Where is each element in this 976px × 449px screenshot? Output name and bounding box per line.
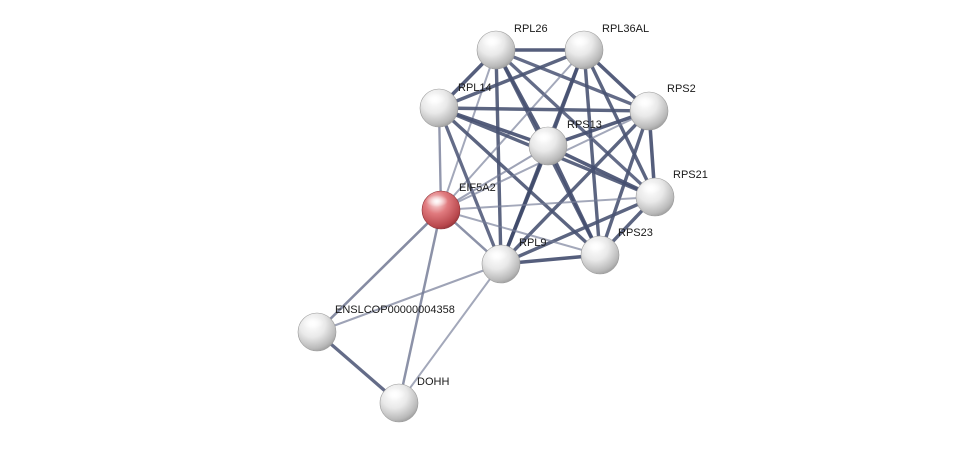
node-highlight xyxy=(486,249,508,261)
node-label: RPS2 xyxy=(667,83,696,95)
nodes-layer: RPL26 RPL36AL RPL14 RPS2RPS13RPS21EIF5A2RPS… xyxy=(297,23,708,423)
edge-rps13-eif5a2 xyxy=(439,144,550,212)
node-label: RPL9 xyxy=(519,237,547,249)
node-rpl9[interactable]: RPL9 xyxy=(481,237,547,284)
node-label: RPS21 xyxy=(673,169,708,181)
node-rpl36al[interactable]: RPL36AL xyxy=(564,23,649,70)
node-label: RPL26 xyxy=(514,23,548,35)
edge-eif5a2-enslcop00000004358 xyxy=(315,208,443,334)
node-rpl26[interactable]: RPL26 xyxy=(476,23,548,70)
node-highlight xyxy=(384,388,406,400)
node-highlight xyxy=(481,35,503,47)
node-highlight xyxy=(569,35,591,47)
node-highlight xyxy=(640,182,662,194)
node-enslcop00000004358[interactable]: ENSLCOP00000004358 xyxy=(297,304,455,352)
edge-rps21-rpl9 xyxy=(499,195,657,266)
node-rps13[interactable]: RPS13 xyxy=(528,119,602,166)
node-rps23[interactable]: RPS23 xyxy=(580,227,653,275)
node-label: RPL14 xyxy=(458,82,492,94)
node-rpl14[interactable]: RPL14 xyxy=(419,82,492,128)
edge-rpl14-rps2 xyxy=(437,106,651,113)
node-highlight xyxy=(302,317,324,329)
edge-rpl9-dohh xyxy=(398,263,502,404)
node-highlight xyxy=(426,195,448,207)
edge-rps21-eif5a2 xyxy=(440,196,656,211)
edge-rpl36al-rpl14 xyxy=(437,48,586,110)
edge-rps2-rpl9 xyxy=(499,109,651,266)
edge-rpl36al-rps21 xyxy=(582,48,657,199)
node-label: RPS23 xyxy=(618,227,653,239)
node-highlight xyxy=(424,93,446,105)
edge-rpl26-eif5a2 xyxy=(440,49,497,211)
edges-layer xyxy=(315,48,657,405)
edge-rps13-rps23 xyxy=(546,144,602,257)
node-label: ENSLCOP00000004358 xyxy=(335,304,455,316)
node-rps2[interactable]: RPS2 xyxy=(629,83,696,131)
edge-rpl14-rpl9 xyxy=(437,106,503,266)
edge-rpl36al-eif5a2 xyxy=(440,49,585,211)
edge-rps13-rps21 xyxy=(546,144,657,199)
node-highlight xyxy=(634,96,656,108)
edge-rps23-eif5a2 xyxy=(440,209,601,256)
edge-rpl9-enslcop00000004358 xyxy=(315,262,503,334)
node-label: RPL36AL xyxy=(602,23,649,35)
edge-eif5a2-dohh xyxy=(397,208,443,405)
node-highlight xyxy=(533,131,555,143)
node-label: DOHH xyxy=(417,376,449,388)
node-rps21[interactable]: RPS21 xyxy=(635,169,708,217)
node-eif5a2[interactable]: EIF5A2 xyxy=(421,182,496,230)
node-highlight xyxy=(585,240,607,252)
node-label: RPS13 xyxy=(567,119,602,131)
edge-rpl14-rps23 xyxy=(437,106,602,257)
node-dohh[interactable]: DOHH xyxy=(379,376,449,423)
node-label: EIF5A2 xyxy=(459,182,496,194)
